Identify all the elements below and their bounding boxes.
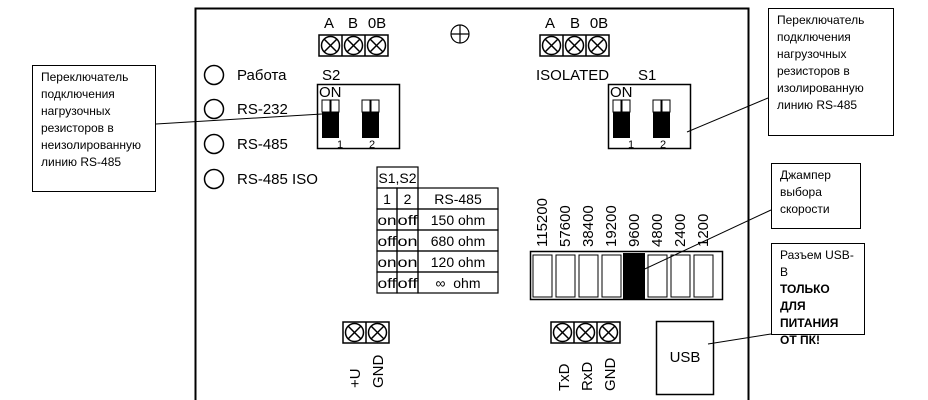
terminal-label-a: A xyxy=(324,15,334,32)
uart-label-rxd: RxD xyxy=(579,362,596,391)
board-outline xyxy=(194,7,750,400)
callout-jumper-description: Джампер выбора скорости xyxy=(771,163,861,229)
terminal-block-rs485-isolated xyxy=(539,34,610,57)
leader-line-s1 xyxy=(686,97,769,133)
table-cell: 150 ohm xyxy=(431,212,485,228)
led-icon xyxy=(203,133,225,155)
led-icon xyxy=(203,98,225,120)
callout-s1-text: Переключатель подключения нагрузочных ре… xyxy=(777,13,865,112)
speed-label: 38400 xyxy=(580,205,597,247)
mounting-hole-icon xyxy=(450,24,470,44)
led-label-rs485: RS-485 xyxy=(237,136,288,153)
termination-table xyxy=(376,166,499,294)
table-cell: off xyxy=(398,212,418,228)
callout-s1-description: Переключатель подключения нагрузочных ре… xyxy=(768,8,894,136)
table-cell: on xyxy=(378,254,397,270)
usb-connector xyxy=(655,320,715,396)
table-cell: off xyxy=(378,275,397,291)
speed-label: 1200 xyxy=(695,214,712,247)
callout-usb-warning: ТОЛЬКО ДЛЯ ПИТАНИЯ ОТ ПК! xyxy=(780,282,839,347)
terminal-label-b: B xyxy=(348,15,358,32)
power-label-gnd: GND xyxy=(370,355,387,389)
speed-label: 9600 xyxy=(626,214,643,247)
callout-jumper-text: Джампер выбора скорости xyxy=(780,168,831,216)
switch-s2-on-label: ON xyxy=(319,84,342,101)
iso-terminal-label-b: B xyxy=(570,15,580,32)
led-label-rs232: RS-232 xyxy=(237,101,288,118)
callout-usb-description: Разъем USB-B ТОЛЬКО ДЛЯ ПИТАНИЯ ОТ ПК! xyxy=(771,243,865,347)
speed-label: 19200 xyxy=(603,205,620,247)
leader-line-jumper xyxy=(633,209,772,275)
callout-s2-text: Переключатель подключения нагрузочных ре… xyxy=(41,70,142,169)
switch-s1-pos1: 1 xyxy=(628,139,634,151)
switch-s1-label: S1 xyxy=(638,67,656,84)
table-header-col3: RS-485 xyxy=(434,191,482,207)
terminal-block-rs485 xyxy=(318,34,389,57)
speed-label: 2400 xyxy=(672,214,689,247)
table-header-group: S1,S2 xyxy=(378,170,416,186)
led-label-rs485-iso: RS-485 ISO xyxy=(237,171,318,188)
terminal-block-uart xyxy=(550,321,621,344)
callout-s2-description: Переключатель подключения нагрузочных ре… xyxy=(32,65,156,192)
dip-switch-s1 xyxy=(607,83,692,150)
table-cell: ∞ ohm xyxy=(436,275,481,291)
isolated-label: ISOLATED xyxy=(536,67,609,84)
table-cell: on xyxy=(398,254,418,270)
table-header-col1: 1 xyxy=(383,191,391,207)
speed-jumper-header xyxy=(529,250,724,301)
table-cell: 680 ohm xyxy=(431,233,485,249)
table-cell: off xyxy=(398,275,418,291)
speed-label: 4800 xyxy=(649,214,666,247)
terminal-label-0b: 0B xyxy=(368,15,386,32)
switch-s1-pos2: 2 xyxy=(660,139,666,151)
switch-s2-label: S2 xyxy=(322,67,340,84)
speed-label: 115200 xyxy=(534,198,551,247)
iso-terminal-label-a: A xyxy=(545,15,555,32)
table-cell: on xyxy=(378,212,397,228)
switch-s1-on-label: ON xyxy=(610,84,633,101)
switch-s2-pos2: 2 xyxy=(369,139,375,151)
switch-s2-pos1: 1 xyxy=(337,139,343,151)
led-icon xyxy=(203,168,225,190)
table-cell: off xyxy=(378,233,397,249)
table-cell: 120 ohm xyxy=(431,254,485,270)
leader-line-usb xyxy=(707,333,772,345)
uart-label-gnd: GND xyxy=(602,358,619,392)
terminal-block-power xyxy=(342,321,390,344)
led-label-work: Работа xyxy=(237,67,287,84)
led-icon xyxy=(203,64,225,86)
speed-label: 57600 xyxy=(557,205,574,247)
table-header-col2: 2 xyxy=(404,191,412,207)
power-label-plus-u: +U xyxy=(347,368,364,388)
uart-label-txd: TxD xyxy=(556,363,573,391)
leader-line-s2 xyxy=(155,113,323,125)
iso-terminal-label-0b: 0B xyxy=(590,15,608,32)
usb-label: USB xyxy=(670,349,701,366)
dip-switch-s2 xyxy=(316,83,401,150)
table-cell: on xyxy=(398,233,418,249)
speed-jumper-selected xyxy=(623,253,645,299)
callout-usb-text: Разъем USB-B xyxy=(780,248,854,279)
